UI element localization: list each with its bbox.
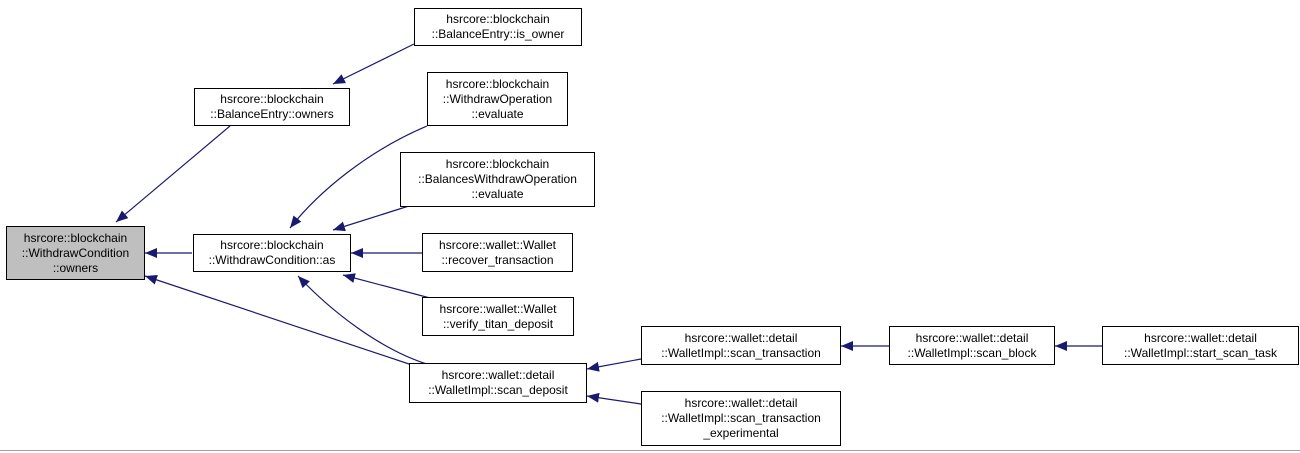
node-line: ::WalletImpl::scan_deposit (428, 383, 568, 397)
node-walletimpl-scan-transaction-experimental[interactable]: hsrcore::wallet::detail ::WalletImpl::sc… (641, 391, 841, 446)
node-balanceentry-is-owner[interactable]: hsrcore::blockchain ::BalanceEntry::is_o… (414, 8, 582, 46)
node-wallet-recover-transaction[interactable]: hsrcore::wallet::Wallet ::recover_transa… (422, 233, 573, 272)
node-withdrawcondition-owners: hsrcore::blockchain ::WithdrawCondition … (6, 226, 145, 280)
node-line: hsrcore::wallet::detail (915, 330, 1029, 345)
node-line: ::WalletImpl::scan_transaction (661, 411, 821, 425)
node-withdrawoperation-evaluate[interactable]: hsrcore::blockchain ::WithdrawOperation … (427, 72, 568, 126)
node-line: ::BalancesWithdrawOperation (418, 172, 577, 186)
edge-titan-to-as (342, 273, 431, 299)
node-line: hsrcore::blockchain (220, 92, 324, 106)
node-walletimpl-start-scan-task[interactable]: hsrcore::wallet::detail ::WalletImpl::st… (1102, 326, 1299, 365)
node-walletimpl-scan-block[interactable]: hsrcore::wallet::detail ::WalletImpl::sc… (889, 326, 1055, 365)
node-line: hsrcore::wallet::detail (684, 396, 798, 410)
node-line: ::owners (52, 260, 99, 275)
node-line: hsrcore::wallet::Wallet (439, 301, 557, 316)
node-line: hsrcore::blockchain (446, 12, 550, 26)
node-line: hsrcore::wallet::detail (441, 368, 555, 382)
node-line: ::BalanceEntry::is_owner (431, 27, 565, 41)
bottom-divider (0, 450, 1300, 451)
node-line: hsrcore::blockchain (445, 76, 550, 91)
node-line: ::WalletImpl::start_scan_task (1124, 345, 1277, 360)
node-line: ::verify_titan_deposit (442, 316, 554, 331)
edge-scan_dep-to-as (297, 275, 431, 366)
node-line: hsrcore::blockchain (23, 230, 128, 245)
node-line: ::BalanceEntry::owners (210, 107, 334, 121)
edge-scan_dep-to-root (144, 275, 419, 368)
node-line: ::recover_transaction (441, 252, 554, 267)
node-line: hsrcore::blockchain (445, 157, 550, 171)
node-line: ::WithdrawCondition::as (208, 253, 336, 267)
node-line: ::evaluate (471, 187, 524, 201)
node-balanceentry-owners[interactable]: hsrcore::blockchain ::BalanceEntry::owne… (194, 88, 350, 126)
edge-bwo_eval-to-as (332, 204, 413, 232)
node-line: hsrcore::blockchain (220, 238, 324, 252)
node-line: hsrcore::wallet::Wallet (439, 237, 556, 252)
edge-is_owner-to-owners (332, 43, 415, 85)
node-line: _experimental (703, 426, 779, 440)
node-line: ::evaluate (471, 106, 524, 121)
node-line: hsrcore::wallet::detail (684, 330, 798, 345)
node-balanceswithdrawoperation-evaluate[interactable]: hsrcore::blockchain ::BalancesWithdrawOp… (400, 152, 595, 207)
edge-scan_tx-to-scan_dep (586, 358, 642, 372)
edge-scan_tx_exp-to-scan_dep (586, 392, 642, 405)
node-walletimpl-scan-deposit[interactable]: hsrcore::wallet::detail ::WalletImpl::sc… (409, 363, 587, 403)
node-walletimpl-scan-transaction[interactable]: hsrcore::wallet::detail ::WalletImpl::sc… (641, 326, 841, 365)
node-line: ::WithdrawOperation (442, 91, 553, 106)
node-wallet-verify-titan-deposit[interactable]: hsrcore::wallet::Wallet ::verify_titan_d… (422, 297, 574, 336)
edge-owners-to-root (115, 125, 231, 223)
node-line: ::WalletImpl::scan_transaction (661, 345, 821, 360)
node-line: ::WalletImpl::scan_block (907, 345, 1037, 360)
node-line: hsrcore::wallet::detail (1144, 330, 1257, 345)
node-line: ::WithdrawCondition (21, 245, 130, 260)
edge-wo_eval-to-as (289, 125, 428, 229)
node-withdrawcondition-as[interactable]: hsrcore::blockchain ::WithdrawCondition:… (193, 234, 351, 272)
